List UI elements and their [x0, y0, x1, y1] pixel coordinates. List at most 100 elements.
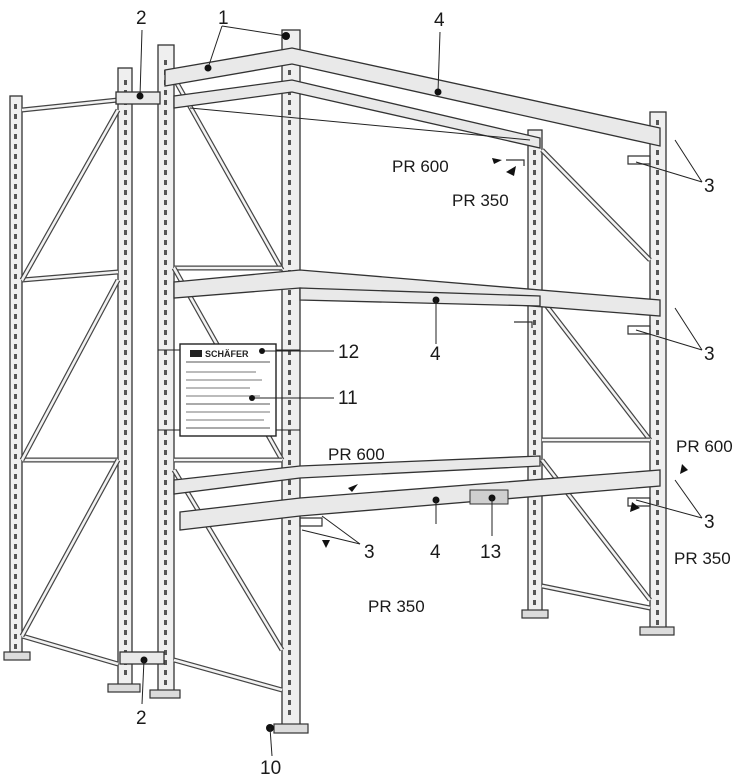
upright-hole — [124, 290, 127, 295]
upright-hole — [124, 170, 127, 175]
upright-hole — [288, 100, 291, 105]
upright-hole — [164, 100, 167, 105]
upright-hole — [288, 640, 291, 645]
upright-hole — [124, 130, 127, 135]
upright-hole — [533, 520, 536, 525]
upright-hole — [656, 440, 659, 445]
upright-hole — [288, 610, 291, 615]
upright-hole — [124, 250, 127, 255]
upright-hole — [656, 420, 659, 425]
upright-hole — [288, 140, 291, 145]
upright-hole — [124, 200, 127, 205]
callout-10: 10 — [260, 758, 281, 779]
upright-hole — [164, 120, 167, 125]
upright-hole — [124, 410, 127, 415]
upright-hole — [124, 610, 127, 615]
upright-hole — [124, 600, 127, 605]
upright-hole — [164, 300, 167, 305]
upright-hole — [124, 300, 127, 305]
label-pr600-right: PR 600 — [676, 437, 733, 456]
callout-3-right-low: 3 — [704, 512, 715, 533]
upright-hole — [164, 130, 167, 135]
upright-hole — [124, 420, 127, 425]
plate-brand: SCHÄFER — [205, 349, 249, 359]
upright-hole — [14, 264, 17, 269]
upright-hole — [14, 604, 17, 609]
upright-hole — [164, 670, 167, 675]
callout-4-mid: 4 — [430, 344, 441, 365]
upright-hole — [124, 440, 127, 445]
callout-2-top: 2 — [136, 8, 147, 29]
upright-hole — [656, 540, 659, 545]
upright-hole — [124, 550, 127, 555]
upright-hole — [124, 350, 127, 355]
upright-hole — [14, 634, 17, 639]
upright-hole — [656, 450, 659, 455]
upright-hole — [533, 150, 536, 155]
upright-hole — [124, 360, 127, 365]
upright-hole — [533, 420, 536, 425]
upright-hole — [164, 170, 167, 175]
upright-hole — [124, 320, 127, 325]
upright-hole — [14, 314, 17, 319]
label-pr350-bottom: PR 350 — [368, 597, 425, 616]
top-beam-level — [164, 47, 661, 149]
upright-hole — [124, 570, 127, 575]
upright-hole — [656, 290, 659, 295]
upright-hole — [533, 340, 536, 345]
upright-hole — [124, 140, 127, 145]
upright-hole — [288, 210, 291, 215]
upright-hole — [14, 344, 17, 349]
upright-hole — [124, 190, 127, 195]
upright-hole — [288, 240, 291, 245]
upright-hole — [14, 524, 17, 529]
upright-hole — [533, 190, 536, 195]
label-pr600-top: PR 600 — [392, 157, 449, 176]
upright-hole — [14, 584, 17, 589]
upright-hole — [656, 230, 659, 235]
upright-hole — [14, 574, 17, 579]
upright-hole — [656, 550, 659, 555]
upright-hole — [124, 160, 127, 165]
callout-2-bottom: 2 — [136, 708, 147, 729]
upright-hole — [124, 310, 127, 315]
upright-hole — [14, 624, 17, 629]
upright-hole — [124, 380, 127, 385]
upright-hole — [288, 580, 291, 585]
upright-hole — [656, 430, 659, 435]
upright-hole — [124, 580, 127, 585]
upright-hole — [164, 370, 167, 375]
upright-hole — [164, 90, 167, 95]
upright-hole — [14, 434, 17, 439]
upright-hole — [656, 350, 659, 355]
upright-hole — [124, 430, 127, 435]
upright-hole — [164, 580, 167, 585]
upright-hole — [288, 430, 291, 435]
upright-hole — [14, 414, 17, 419]
upright-hole — [14, 274, 17, 279]
upright-hole — [533, 470, 536, 475]
upright-hole — [14, 154, 17, 159]
upright-hole — [164, 260, 167, 265]
upright-hole — [288, 480, 291, 485]
upright-hole — [288, 230, 291, 235]
upright-hole — [14, 354, 17, 359]
upright-hole — [656, 590, 659, 595]
upright-hole — [14, 424, 17, 429]
upright-hole — [533, 370, 536, 375]
upright-hole — [164, 290, 167, 295]
label-pr350-right: PR 350 — [674, 549, 731, 568]
upright-hole — [288, 410, 291, 415]
upright-hole — [288, 70, 291, 75]
upright-hole — [14, 494, 17, 499]
upright-hole — [288, 250, 291, 255]
upright-holes — [14, 50, 659, 715]
upright-hole — [14, 124, 17, 129]
upright-hole — [288, 450, 291, 455]
upright-hole — [288, 360, 291, 365]
upright-hole — [656, 340, 659, 345]
upright-hole — [656, 460, 659, 465]
upright-hole — [124, 390, 127, 395]
upright-hole — [124, 510, 127, 515]
upright-hole — [14, 544, 17, 549]
